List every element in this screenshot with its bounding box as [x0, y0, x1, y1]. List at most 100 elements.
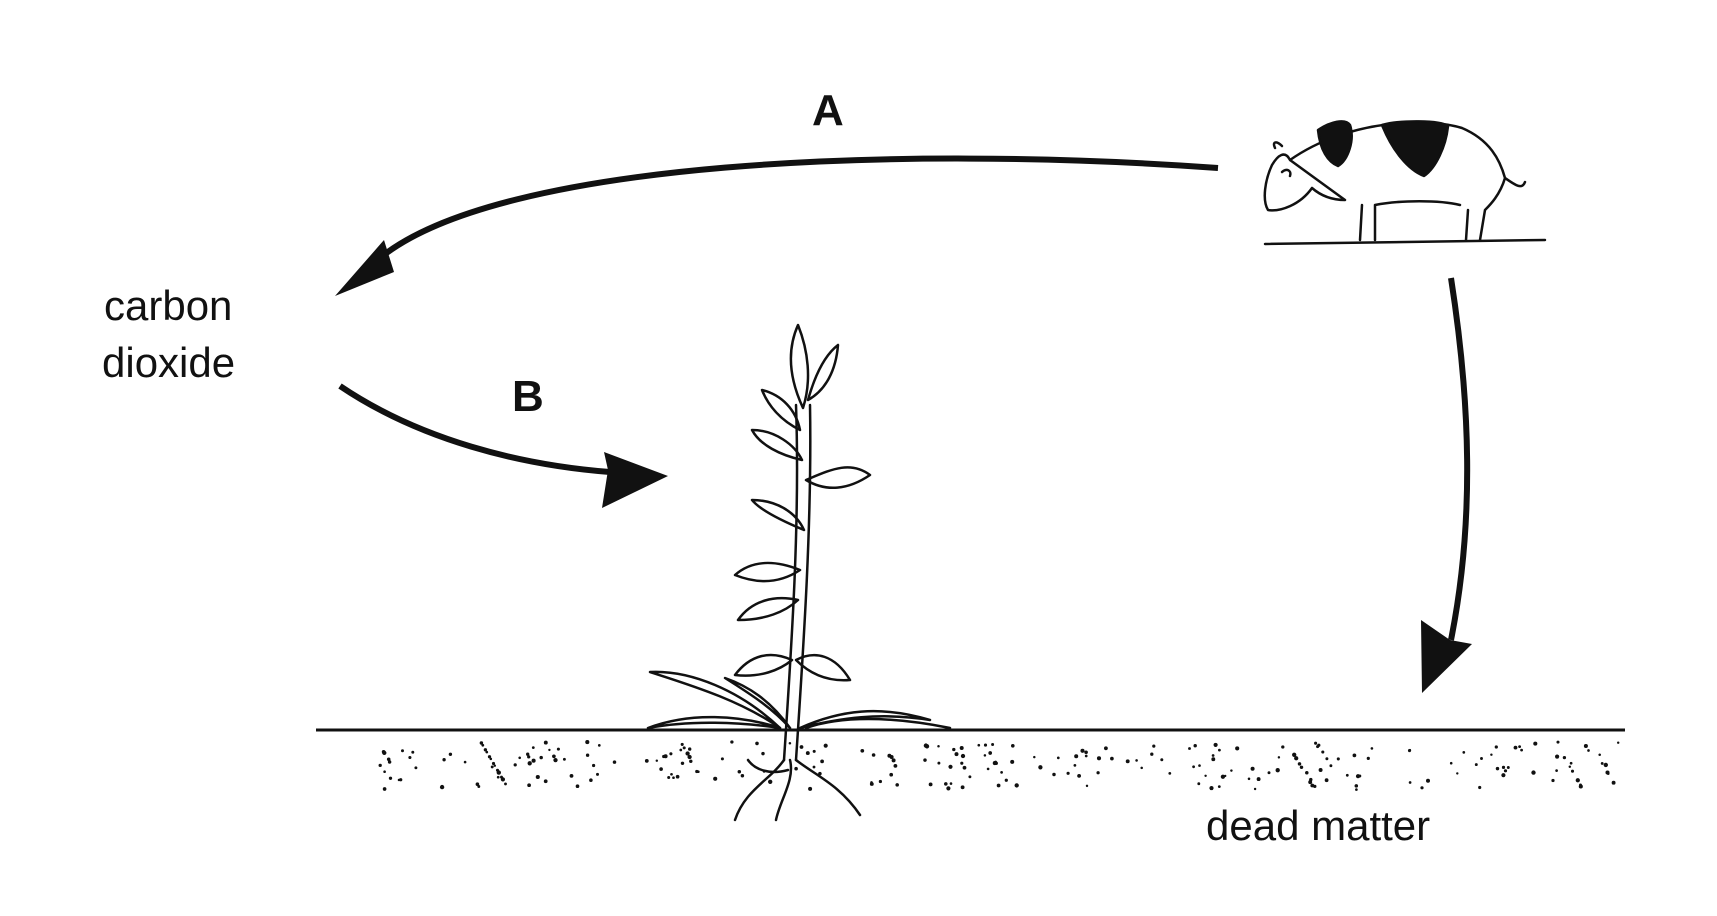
soil-dot [685, 751, 690, 756]
soil-dot [696, 770, 700, 774]
soil-dot [1316, 745, 1320, 749]
soil-dot [1292, 752, 1297, 757]
soil-dot [1052, 772, 1056, 777]
soil-dot [1354, 784, 1359, 788]
soil-dot [526, 752, 530, 756]
soil-dot [994, 761, 998, 766]
soil-dot [1555, 754, 1560, 759]
soil-dot [1501, 773, 1506, 778]
soil-dot [1449, 761, 1453, 765]
soil-dot [960, 785, 965, 790]
soil-dot [1084, 754, 1088, 758]
soil-dot [954, 752, 959, 757]
soil-dot [1066, 771, 1070, 775]
soil-dot [812, 765, 816, 769]
soil-dot [988, 751, 993, 755]
soil-dot [387, 760, 392, 764]
soil-dot [589, 778, 593, 782]
carbon-dioxide-label-line2: dioxide [102, 339, 236, 386]
soil-dot [1308, 780, 1313, 785]
soil-dot [679, 748, 683, 752]
soil-dot [1217, 785, 1221, 788]
soil-dot [808, 786, 813, 791]
soil-dot [1355, 774, 1361, 779]
soil-dot [1420, 786, 1424, 790]
soil-dot [527, 761, 532, 766]
soil-dot [794, 766, 798, 771]
soil-dot [996, 783, 1001, 788]
soil-dot [575, 784, 580, 789]
soil-dot [889, 754, 894, 760]
soil-dot [596, 772, 599, 776]
soil-dot [548, 748, 551, 752]
soil-dot [382, 787, 387, 791]
arrow-cow-to-dead-matter [1448, 277, 1471, 641]
soil-dot [1329, 764, 1333, 768]
soil-dot [1494, 745, 1498, 749]
soil-dot [1110, 756, 1114, 761]
soil-dot [1230, 769, 1233, 772]
soil-dot [1281, 745, 1285, 749]
soil-dot [1160, 758, 1164, 762]
soil-dot [670, 772, 673, 776]
soil-dot [871, 753, 876, 757]
arrow-dead-matter-head [1421, 620, 1472, 693]
soil-dot [1038, 765, 1043, 770]
soil-dot [1314, 741, 1318, 745]
soil-dot [485, 750, 489, 754]
soil-dot [490, 765, 494, 769]
soil-dot [1310, 783, 1315, 788]
soil-dot [1490, 753, 1493, 756]
soil-dot [1294, 756, 1299, 761]
soil-dot [672, 776, 675, 780]
soil-dot [1556, 740, 1560, 744]
soil-dot [1152, 744, 1156, 748]
soil-dot [1606, 772, 1610, 775]
soil-dot [518, 756, 521, 760]
soil-dot [1569, 761, 1573, 765]
soil-dot [1011, 744, 1015, 748]
soil-dot [1583, 743, 1588, 749]
soil-dot [382, 750, 387, 756]
soil-dot [543, 779, 548, 784]
soil-dot [1033, 755, 1036, 759]
soil-dot [1204, 774, 1207, 778]
soil-dot [1073, 764, 1077, 767]
soil-dot [1275, 768, 1280, 773]
soil-dot [1598, 753, 1601, 756]
soil-dot [489, 757, 493, 761]
soil-dot [383, 770, 386, 773]
soil-dot [986, 767, 990, 771]
soil-dot [675, 774, 680, 779]
soil-dot [1562, 755, 1567, 760]
soil-icon [378, 740, 1620, 791]
soil-dot [500, 777, 506, 782]
soil-dot [1520, 748, 1523, 752]
soil-dot [860, 748, 865, 753]
soil-dot [483, 748, 488, 752]
soil-dot [1004, 778, 1008, 782]
soil-dot [1426, 778, 1430, 783]
soil-dot [388, 776, 393, 780]
soil-dot [1355, 788, 1358, 791]
soil-dot [823, 743, 828, 748]
soil-dot [496, 770, 501, 775]
soil-dot [475, 782, 480, 786]
soil-dot [688, 747, 692, 751]
soil-dot [1503, 769, 1508, 773]
soil-dot [539, 755, 543, 760]
soil-dot [1297, 762, 1302, 766]
soil-dot [1462, 751, 1466, 754]
arrow-a-label: A [812, 86, 844, 135]
soil-dot [1074, 754, 1079, 759]
soil-dot [1506, 766, 1510, 769]
soil-dot [496, 775, 500, 779]
soil-dot [740, 774, 745, 778]
soil-dot [983, 743, 988, 747]
soil-dot [713, 776, 718, 781]
soil-dot [378, 763, 382, 768]
soil-dot [1370, 747, 1374, 750]
soil-dot [761, 751, 765, 756]
soil-dot [805, 751, 810, 756]
soil-dot [1336, 757, 1340, 761]
